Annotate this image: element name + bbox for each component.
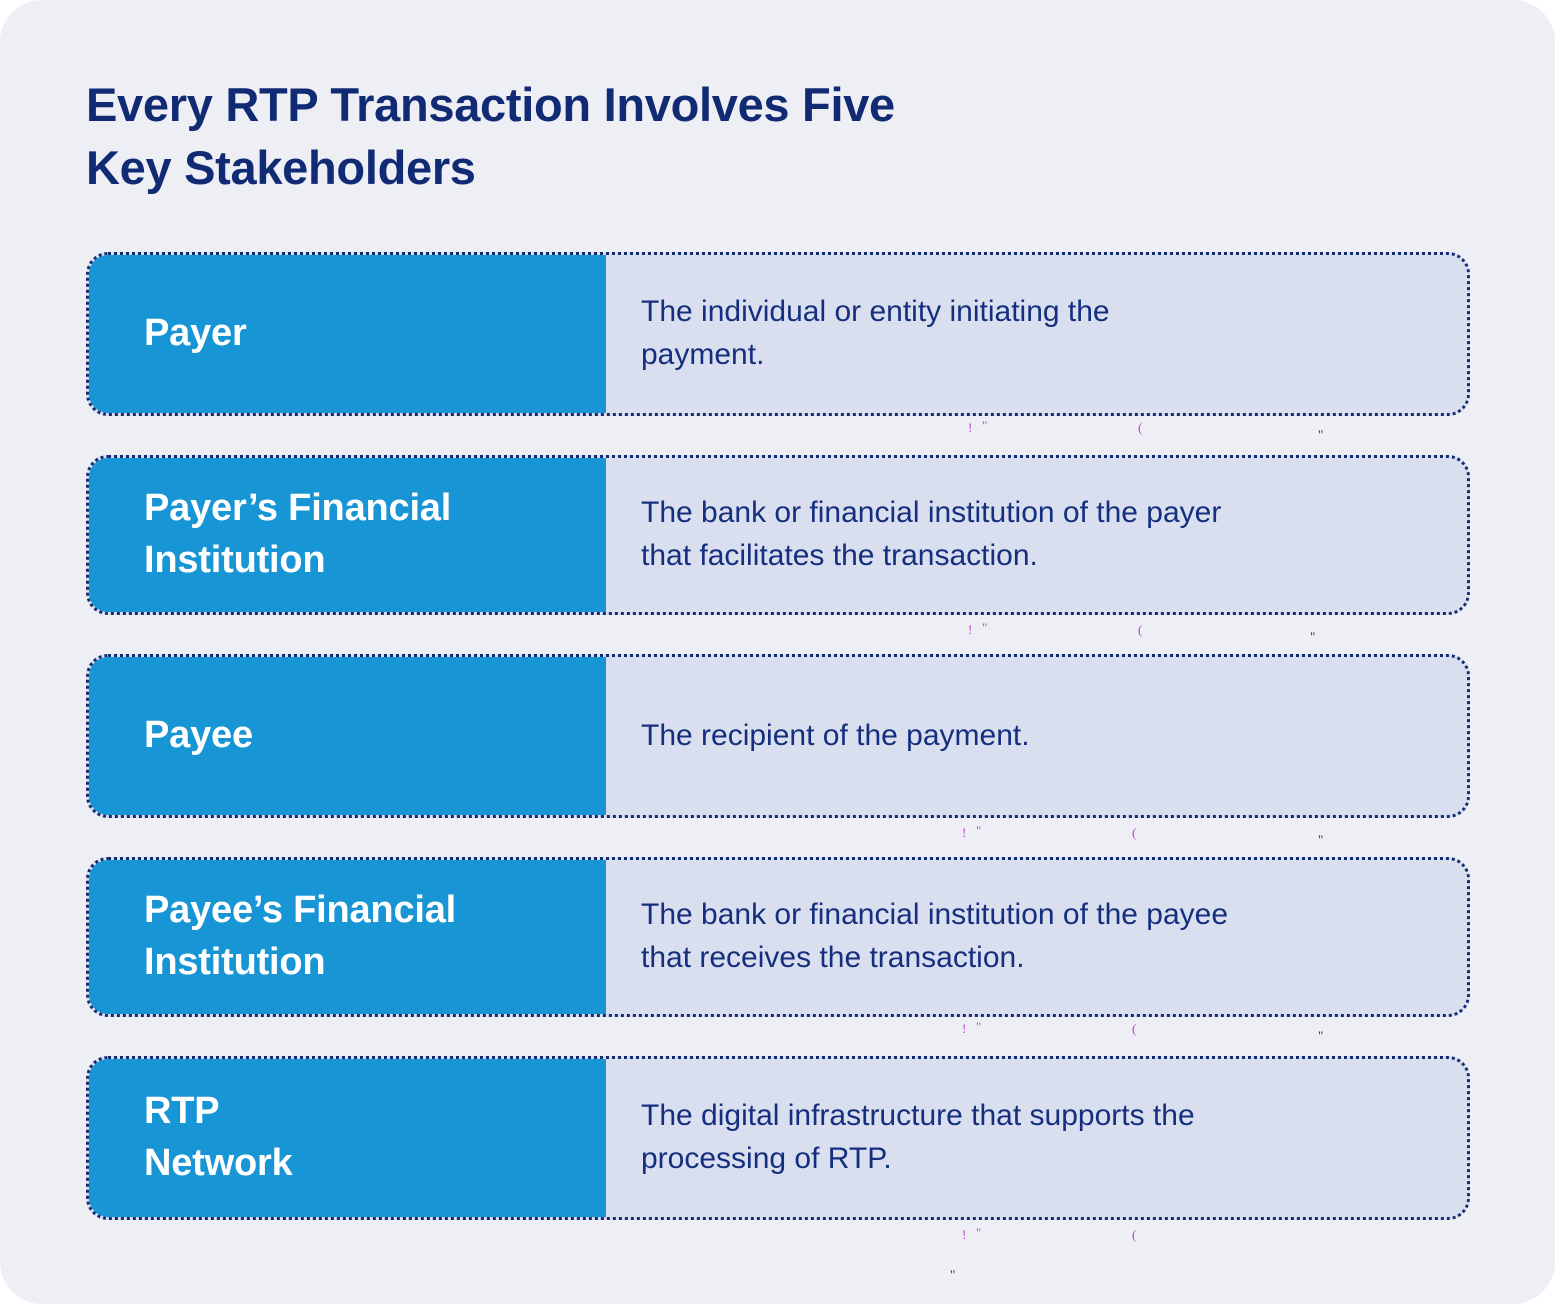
stakeholder-label: Payee’s Financial Institution: [144, 889, 457, 983]
stakeholder-description: The digital infrastructure that supports…: [641, 1099, 1195, 1175]
stakeholder-description: The recipient of the payment.: [641, 718, 1030, 752]
stakeholder-row[interactable]: Payer’s Financial Institution The bank o…: [86, 455, 1470, 615]
page-title: Every RTP Transaction Involves Five Key …: [86, 78, 895, 194]
stakeholder-row[interactable]: Payer The individual or entity initiatin…: [86, 252, 1470, 416]
stakeholder-label: Payer’s Financial Institution: [144, 487, 452, 581]
stakeholder-label-panel: Payer’s Financial Institution: [89, 458, 606, 612]
stakeholder-description: The bank or financial institution of the…: [641, 496, 1222, 572]
stakeholder-description: The bank or financial institution of the…: [641, 898, 1229, 974]
stakeholder-row[interactable]: Payee’s Financial Institution The bank o…: [86, 857, 1470, 1017]
stakeholder-row[interactable]: RTP Network The digital infrastructure t…: [86, 1056, 1470, 1220]
stakeholder-row[interactable]: Payee The recipient of the payment.: [86, 654, 1470, 818]
stakeholder-label-panel: Payee’s Financial Institution: [89, 860, 606, 1014]
render-speck: ": [950, 1267, 956, 1282]
stakeholder-list: Payer The individual or entity initiatin…: [86, 252, 1470, 1259]
stakeholder-label: RTP Network: [144, 1090, 293, 1184]
stakeholder-label-panel: RTP Network: [89, 1059, 606, 1217]
stakeholder-description-panel: The recipient of the payment.: [606, 657, 1467, 815]
stakeholder-description-panel: The digital infrastructure that supports…: [606, 1059, 1467, 1217]
stakeholder-label: Payer: [144, 312, 247, 355]
stakeholder-description-panel: The bank or financial institution of the…: [606, 458, 1467, 612]
stakeholder-label: Payee: [144, 714, 253, 757]
stakeholder-label-panel: Payer: [89, 255, 606, 413]
stakeholder-label-panel: Payee: [89, 657, 606, 815]
stakeholder-description-panel: The bank or financial institution of the…: [606, 860, 1467, 1014]
stakeholder-description: The individual or entity initiating the …: [641, 295, 1110, 371]
stakeholder-description-panel: The individual or entity initiating the …: [606, 255, 1467, 413]
